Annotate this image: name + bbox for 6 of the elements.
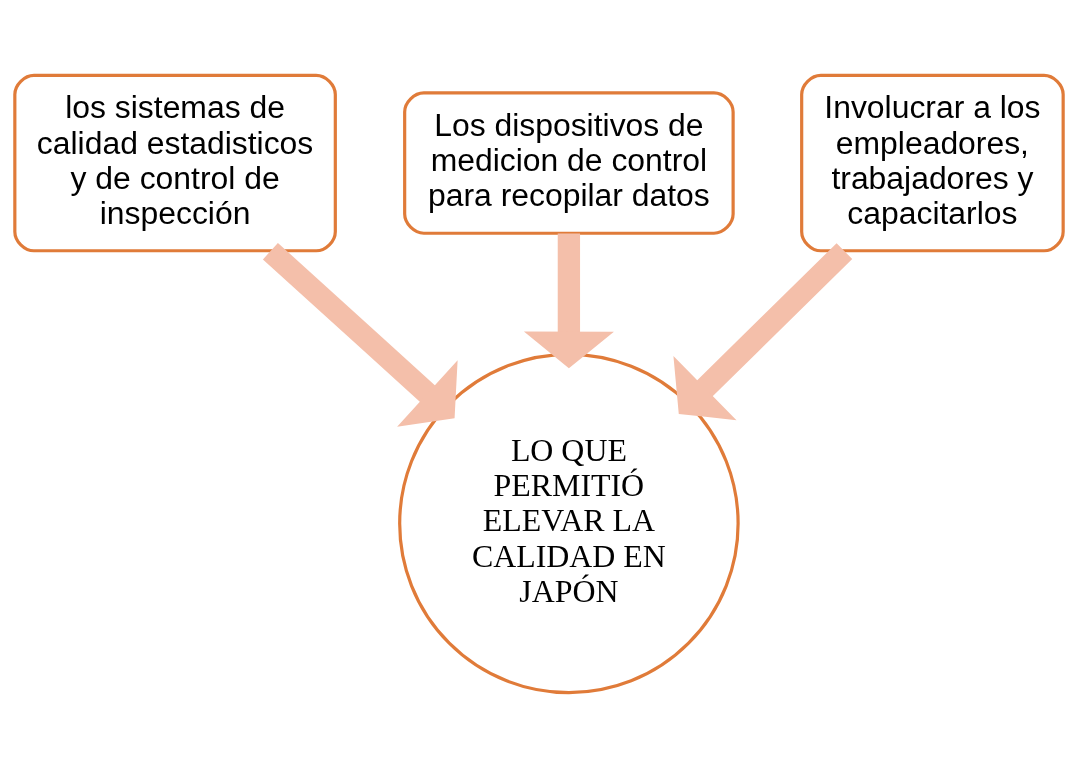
node-box: los sistemas de calidad estadisticos y de control de inspección (13, 73, 337, 252)
arrow (673, 242, 853, 420)
arrow (523, 233, 614, 368)
node-box: Involucrar a los empleadores, trabajadores y capacitarlos (800, 73, 1065, 252)
arrow (262, 242, 458, 427)
node-box: Los dispositivos de medicion de control para recopilar datos (403, 90, 735, 235)
